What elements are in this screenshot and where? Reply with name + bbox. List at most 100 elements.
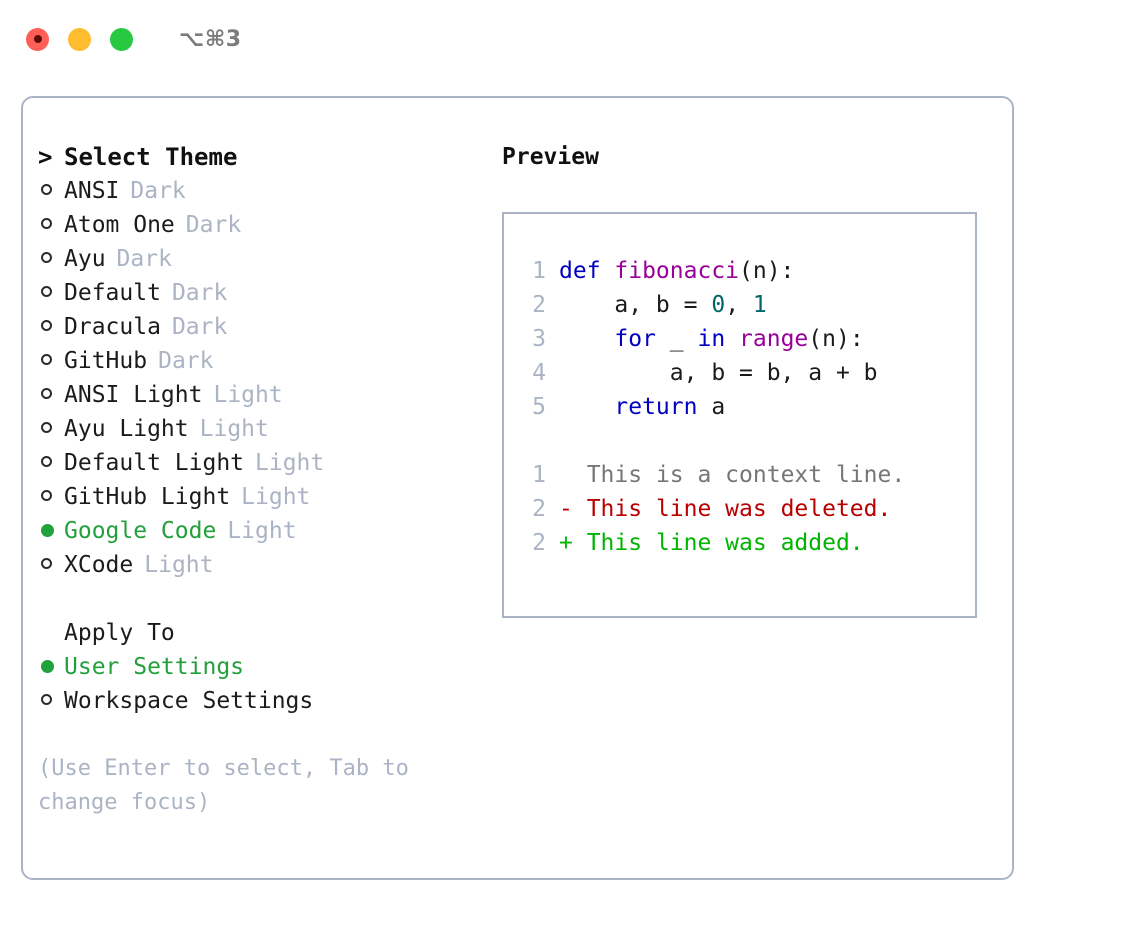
code-line: 4 a, b = b, a + b <box>504 356 975 390</box>
theme-option-label: Google Code <box>64 518 217 544</box>
code-token-fn: fibonacci <box>614 258 740 284</box>
list-spacer <box>38 582 498 616</box>
keyboard-shortcut-label: ⌥⌘3 <box>179 26 242 52</box>
theme-variant-badge: Dark <box>130 178 186 204</box>
diff-line: 2 + This line was added. <box>504 526 975 560</box>
keyboard-hint-text: (Use Enter to select, Tab to change focu… <box>38 756 409 815</box>
code-line-number: 3 <box>532 326 546 352</box>
theme-option-ansi-light[interactable]: ANSI Light Light <box>38 378 498 412</box>
code-token-plain: _ <box>655 326 698 352</box>
code-token-kw: return <box>614 394 698 420</box>
title-bar: ⌥⌘3 <box>0 0 1140 78</box>
code-line: 1 def fibonacci(n): <box>504 254 975 288</box>
theme-option-label: Ayu Light <box>64 416 189 442</box>
theme-option-dracula[interactable]: Dracula Dark <box>38 310 498 344</box>
theme-variant-badge: Dark <box>116 246 172 272</box>
diff-line-number: 2 <box>532 530 546 556</box>
theme-option-github-light[interactable]: GitHub Light Light <box>38 480 498 514</box>
diff-marker: + <box>559 530 587 556</box>
diff-line-content: This line was deleted. <box>586 496 892 522</box>
theme-option-label: Ayu <box>64 246 106 272</box>
minimize-window-button[interactable] <box>68 27 91 51</box>
theme-option-github[interactable]: GitHub Dark <box>38 344 498 378</box>
code-line-number: 1 <box>532 258 546 284</box>
theme-option-label: Atom One <box>64 212 175 238</box>
theme-variant-badge: Dark <box>158 348 214 374</box>
diff-line-number: 2 <box>532 496 546 522</box>
code-token-num: 1 <box>752 292 767 318</box>
theme-variant-badge: Dark <box>185 212 242 238</box>
code-token-plain <box>559 326 614 352</box>
theme-option-label: GitHub Light <box>64 484 231 510</box>
code-line: 2 a, b = 0, 1 <box>504 288 975 322</box>
theme-variant-badge: Dark <box>171 280 228 306</box>
diff-line-content: This is a context line. <box>586 462 906 488</box>
theme-option-label: Default Light <box>64 450 245 476</box>
theme-option-label: GitHub <box>64 348 148 374</box>
theme-option-xcode[interactable]: XCode Light <box>38 548 498 582</box>
theme-option-default-light[interactable]: Default Light Light <box>38 446 498 480</box>
apply-to-option-user-settings[interactable]: User Settings <box>38 650 498 684</box>
theme-option-ayu-light[interactable]: Ayu Light Light <box>38 412 498 446</box>
theme-variant-badge: Light <box>241 484 311 510</box>
code-diff-separator <box>504 424 975 458</box>
theme-option-default[interactable]: Default Dark <box>38 276 498 310</box>
maximize-window-button[interactable] <box>110 27 133 51</box>
prompt-caret-icon: > <box>38 143 53 171</box>
theme-option-google-code[interactable]: Google Code Light <box>38 514 498 548</box>
code-line-number: 4 <box>532 360 546 386</box>
diff-line: 2- This line was deleted. <box>504 492 975 526</box>
code-token-plain: , <box>725 292 753 318</box>
code-line-content: a, b = 0, 1 <box>559 288 767 322</box>
code-token-plain: (n): <box>808 326 864 352</box>
diff-line-content: This line was added. <box>586 530 864 556</box>
code-token-plain: (n): <box>739 258 795 284</box>
theme-option-label: XCode <box>64 552 134 578</box>
theme-option-atom-one[interactable]: Atom One Dark <box>38 208 498 242</box>
theme-variant-badge: Light <box>213 382 283 408</box>
code-token-plain: a, b = <box>559 292 712 318</box>
diff-line: 1 This is a context line. <box>504 458 975 492</box>
code-token-plain: a, b = b, a + b <box>559 360 878 386</box>
code-line: 3 for _ in range(n): <box>504 322 975 356</box>
theme-variant-badge: Light <box>199 416 269 442</box>
theme-variant-badge: Light <box>227 518 297 544</box>
code-token-kw: def <box>559 258 615 284</box>
theme-variant-badge: Light <box>144 552 214 578</box>
code-line-content: a, b = b, a + b <box>559 356 878 390</box>
code-token-kw: in <box>697 326 726 352</box>
diff-line-number: 1 <box>532 462 546 488</box>
theme-variant-badge: Light <box>255 450 325 476</box>
apply-to-option-workspace-settings[interactable]: Workspace Settings <box>38 684 498 718</box>
code-token-kw: for <box>614 326 656 352</box>
code-line-content: return a <box>559 390 725 424</box>
theme-option-label: Default <box>64 280 161 306</box>
code-line-content: for _ in range(n): <box>559 322 864 356</box>
diff-marker <box>559 458 587 492</box>
select-theme-header: > Select Theme <box>38 140 498 174</box>
code-token-plain: a <box>697 394 726 420</box>
theme-option-ayu[interactable]: Ayu Dark <box>38 242 498 276</box>
theme-variant-badge: Dark <box>171 314 228 340</box>
code-line-content: def fibonacci(n): <box>559 254 794 288</box>
code-token-plain <box>725 326 739 352</box>
preview-title: Preview <box>502 144 599 170</box>
code-token-plain <box>559 394 614 420</box>
apply-to-title: Apply To <box>64 620 175 646</box>
close-window-button[interactable] <box>26 27 49 51</box>
select-theme-title: Select Theme <box>64 143 238 171</box>
theme-option-label: Dracula <box>64 314 161 340</box>
diff-marker: - <box>559 496 587 522</box>
apply-to-option-label: User Settings <box>64 654 245 680</box>
apply-to-option-label: Workspace Settings <box>64 688 314 714</box>
theme-option-label: ANSI Light <box>64 382 203 408</box>
diff-sample: 1 This is a context line.2- This line wa… <box>504 458 975 560</box>
